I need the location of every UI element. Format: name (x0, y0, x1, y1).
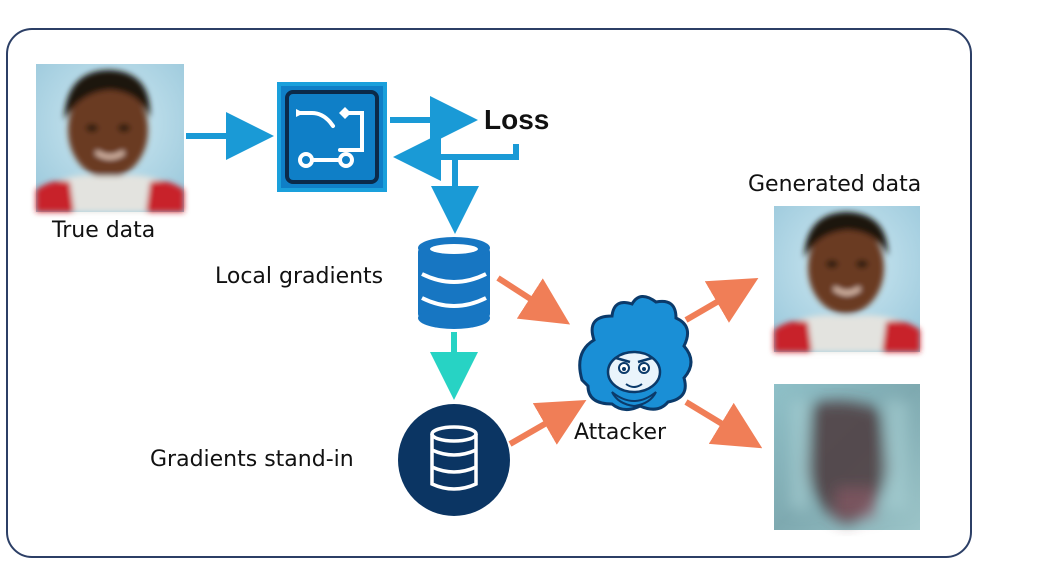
database-circle-icon (398, 404, 510, 516)
arrow-attacker-to-generated (684, 277, 759, 323)
generated-data-image (774, 206, 920, 352)
local-gradients-label: Local gradients (215, 264, 384, 289)
arrow-standin-to-attacker (508, 400, 587, 447)
gradients-stand-in-label: Gradients stand-in (150, 447, 354, 472)
database-icon (418, 237, 490, 329)
true-data-image (36, 64, 184, 212)
generated-data-label: Generated data (748, 172, 922, 197)
attacker-mascot-icon (578, 295, 693, 411)
true-data-label: True data (52, 218, 156, 243)
arrow-attacker-to-noise (684, 399, 763, 449)
loss-label: Loss (484, 104, 550, 135)
arrow-loss-to-model (393, 133, 519, 181)
arrow-local-to-attacker (496, 275, 571, 325)
attacker-label: Attacker (574, 420, 667, 445)
model-flow-icon (277, 82, 387, 192)
noisy-generated-image (774, 384, 920, 530)
